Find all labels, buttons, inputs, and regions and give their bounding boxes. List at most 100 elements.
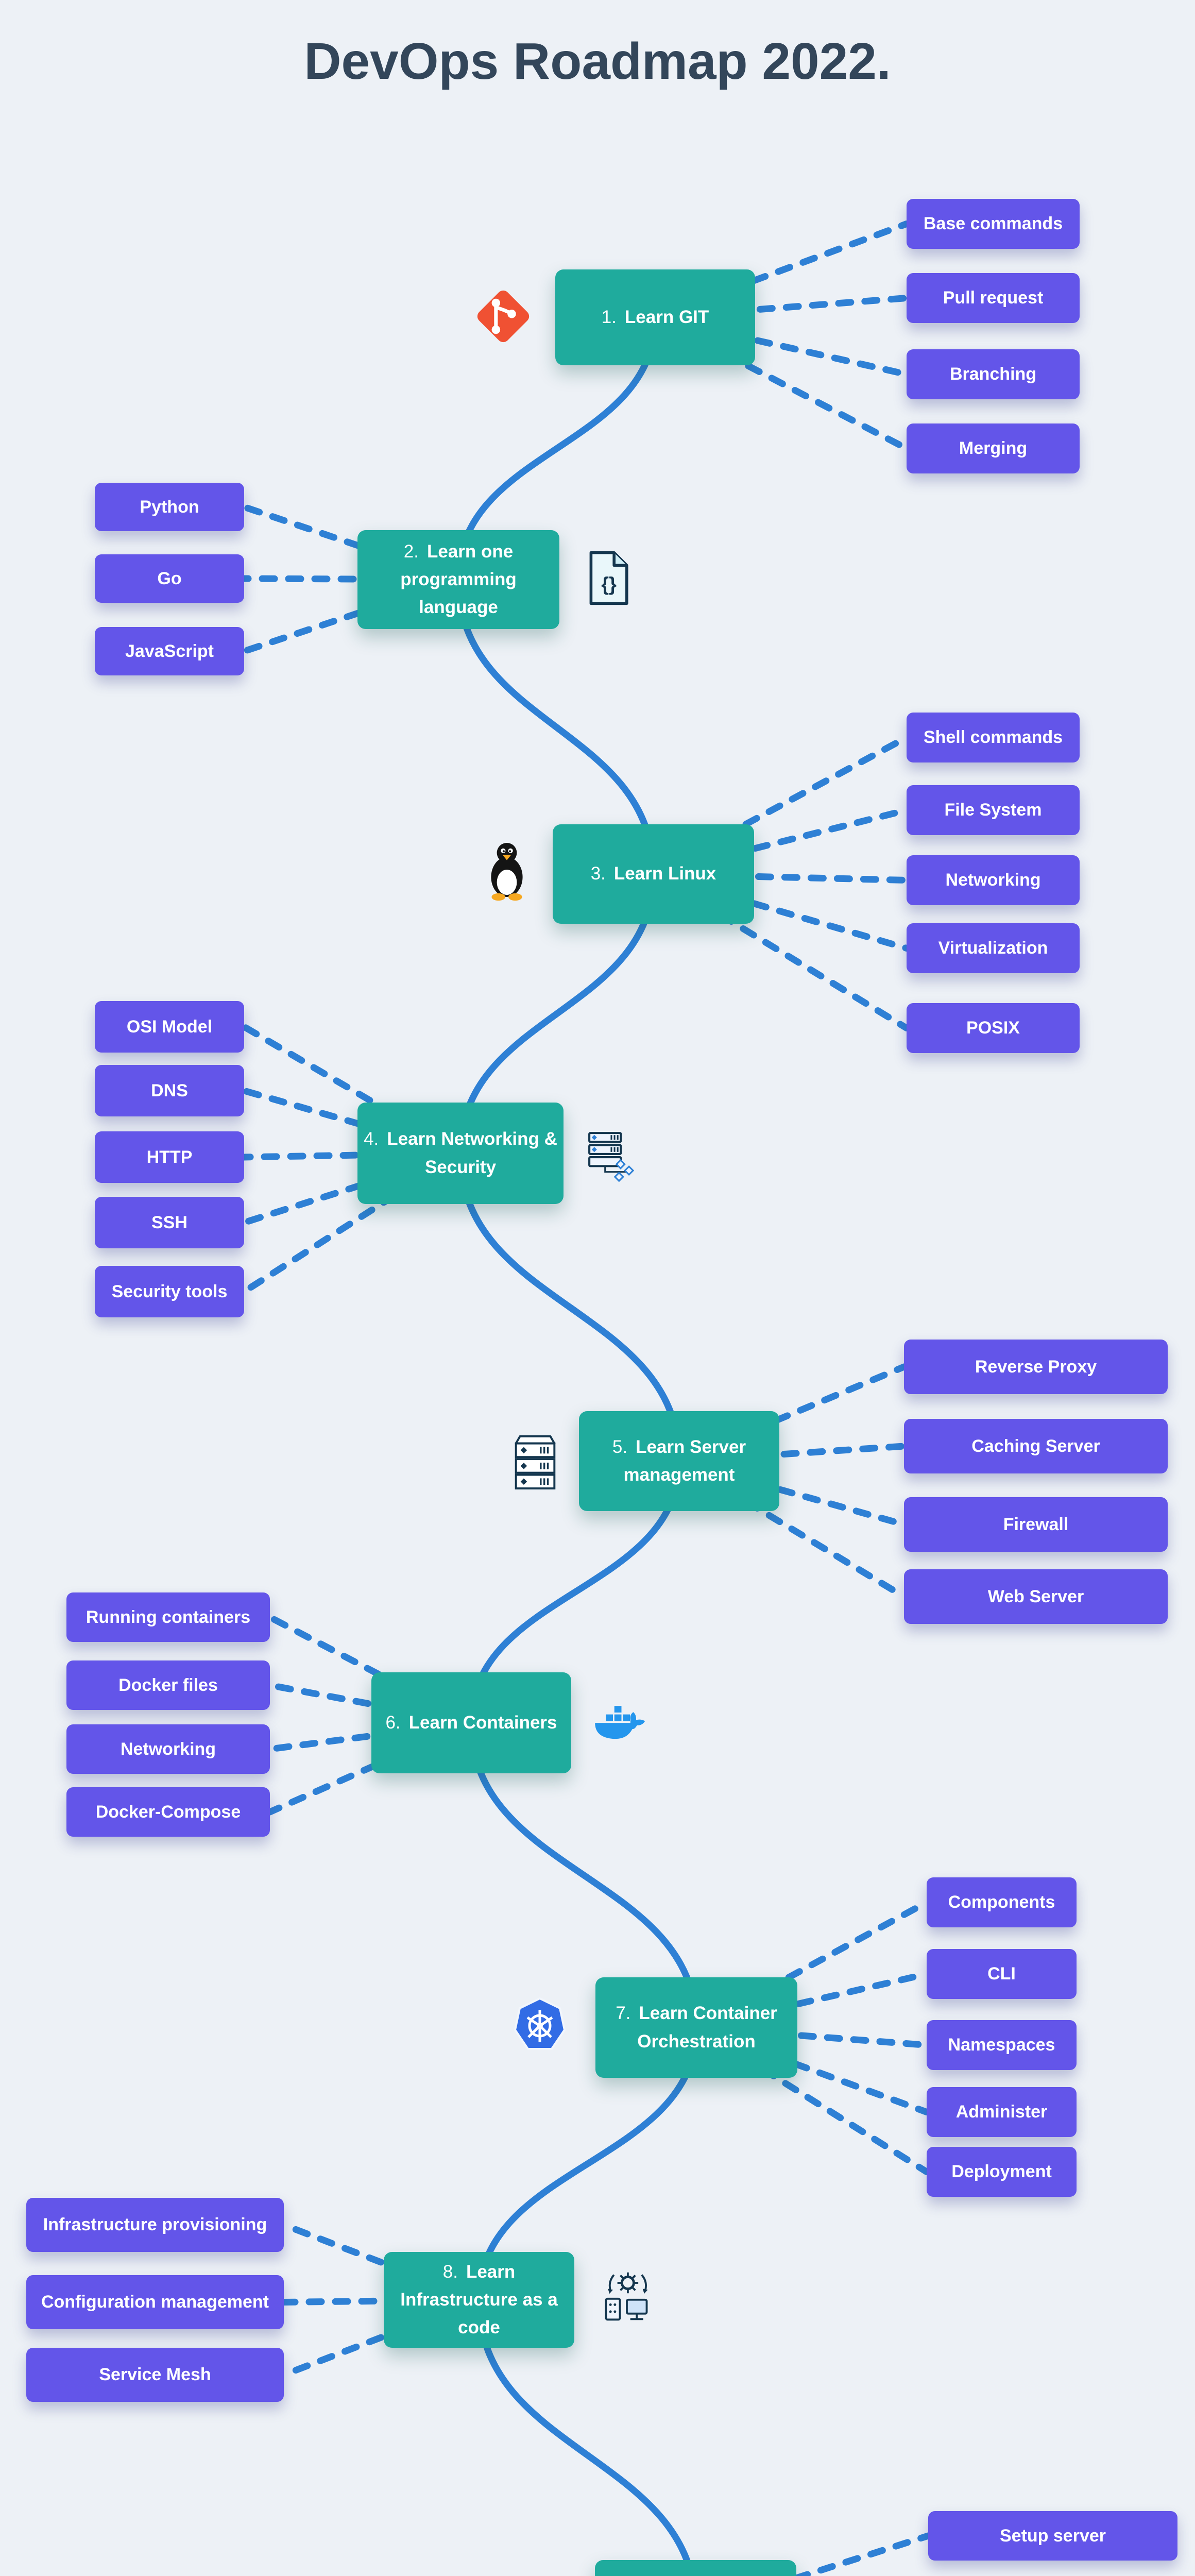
network-security-icon bbox=[586, 1129, 639, 1183]
topic-components[interactable]: Components bbox=[927, 1877, 1077, 1927]
topic-service-mesh[interactable]: Service Mesh bbox=[26, 2348, 284, 2402]
topic-connector bbox=[652, 221, 910, 321]
step-label: Learn Server management bbox=[623, 1436, 746, 1485]
topic-administer[interactable]: Administer bbox=[927, 2087, 1077, 2137]
topic-label: Caching Server bbox=[971, 1436, 1100, 1456]
topic-dns[interactable]: DNS bbox=[95, 1065, 244, 1116]
topic-networking[interactable]: Networking bbox=[907, 855, 1080, 905]
topic-label: DNS bbox=[151, 1080, 188, 1100]
server-rack-icon bbox=[507, 1433, 563, 1490]
step-learn-ci-cd[interactable]: 9.Learn CI/CD bbox=[595, 2560, 796, 2576]
topic-cli[interactable]: CLI bbox=[927, 1949, 1077, 1999]
step-label: Learn GIT bbox=[624, 307, 709, 327]
step-number: 6. bbox=[385, 1712, 401, 1733]
step-learn-containers[interactable]: 6. Learn Containers bbox=[371, 1672, 571, 1773]
topic-label: Reverse Proxy bbox=[975, 1357, 1097, 1377]
step-number: 4. bbox=[364, 1129, 379, 1149]
topic-label: Branching bbox=[949, 364, 1037, 384]
topic-javascript[interactable]: JavaScript bbox=[95, 627, 244, 675]
kubernetes-icon bbox=[514, 1996, 566, 2054]
topic-configuration-management[interactable]: Configuration management bbox=[26, 2275, 284, 2329]
step-label: Learn Containers bbox=[408, 1712, 557, 1733]
topic-connector bbox=[693, 1899, 930, 2031]
topic-shell-commands[interactable]: Shell commands bbox=[907, 713, 1080, 762]
topic-web-server[interactable]: Web Server bbox=[904, 1569, 1168, 1624]
topic-posix[interactable]: POSIX bbox=[907, 1003, 1080, 1053]
topic-label: CLI bbox=[987, 1964, 1016, 1984]
topic-label: Namespaces bbox=[948, 2035, 1055, 2055]
topic-running-containers[interactable]: Running containers bbox=[66, 1592, 270, 1642]
topic-deployment[interactable]: Deployment bbox=[927, 2147, 1077, 2197]
page-title: DevOps Roadmap 2022. bbox=[304, 32, 891, 90]
step-label: Learn Linux bbox=[613, 863, 716, 884]
topic-connector bbox=[693, 2024, 930, 2175]
topic-label: Firewall bbox=[1003, 1514, 1069, 1534]
topic-http[interactable]: HTTP bbox=[95, 1131, 244, 1183]
topic-label: Python bbox=[140, 497, 199, 517]
topic-label: Running containers bbox=[86, 1607, 251, 1627]
linux-penguin-icon bbox=[481, 838, 533, 902]
topic-label: Go bbox=[157, 568, 182, 588]
topic-connector bbox=[650, 871, 910, 952]
step-label: Learn Infrastructure as a code bbox=[400, 2261, 558, 2338]
step-learn-one-programming-language[interactable]: 2.Learn one programming language bbox=[357, 530, 559, 629]
step-text: 8.Learn Infrastructure as a code bbox=[390, 2258, 568, 2342]
topic-setup-server[interactable]: Setup server bbox=[928, 2511, 1177, 2561]
topic-branching[interactable]: Branching bbox=[907, 349, 1080, 399]
topic-reverse-proxy[interactable]: Reverse Proxy bbox=[904, 1340, 1168, 1394]
topic-label: Setup server bbox=[1000, 2526, 1106, 2546]
step-text: 2.Learn one programming language bbox=[364, 538, 553, 622]
topic-namespaces[interactable]: Namespaces bbox=[927, 2020, 1077, 2070]
topic-python[interactable]: Python bbox=[95, 483, 244, 531]
step-text: 4. Learn Networking & Security bbox=[364, 1125, 557, 1181]
topic-osi-model[interactable]: OSI Model bbox=[95, 1001, 244, 1053]
step-learn-infrastructure-as-a-code[interactable]: 8.Learn Infrastructure as a code bbox=[384, 2252, 574, 2348]
step-learn-linux[interactable]: 3.Learn Linux bbox=[553, 824, 754, 924]
topic-label: Docker files bbox=[118, 1675, 218, 1695]
step-learn-networking-security[interactable]: 4. Learn Networking & Security bbox=[357, 1103, 564, 1204]
step-text: 7. Learn Container Orchestration bbox=[602, 1999, 791, 2056]
step-text: 3.Learn Linux bbox=[591, 860, 716, 888]
topic-pull-request[interactable]: Pull request bbox=[907, 273, 1080, 323]
topic-label: Infrastructure provisioning bbox=[43, 2215, 267, 2234]
topic-docker-compose[interactable]: Docker-Compose bbox=[66, 1787, 270, 1837]
topic-firewall[interactable]: Firewall bbox=[904, 1497, 1168, 1552]
topic-base-commands[interactable]: Base commands bbox=[907, 199, 1080, 249]
topic-docker-files[interactable]: Docker files bbox=[66, 1660, 270, 1710]
topic-infrastructure-provisioning[interactable]: Infrastructure provisioning bbox=[26, 2198, 284, 2252]
topic-label: Docker-Compose bbox=[95, 1802, 241, 1822]
topic-security-tools[interactable]: Security tools bbox=[95, 1266, 244, 1317]
topic-label: SSH bbox=[151, 1212, 187, 1232]
step-label: Learn Container Orchestration bbox=[637, 2003, 777, 2052]
step-number: 1. bbox=[601, 307, 617, 327]
step-number: 5. bbox=[612, 1436, 628, 1457]
iac-icon bbox=[599, 2269, 654, 2324]
topic-label: Merging bbox=[959, 438, 1028, 458]
step-learn-server-management[interactable]: 5.Learn Server management bbox=[579, 1411, 779, 1511]
topic-go[interactable]: Go bbox=[95, 554, 244, 603]
step-number: 2. bbox=[403, 541, 419, 562]
topic-networking[interactable]: Networking bbox=[66, 1724, 270, 1774]
topic-file-system[interactable]: File System bbox=[907, 785, 1080, 835]
topic-virtualization[interactable]: Virtualization bbox=[907, 923, 1080, 973]
topic-label: Shell commands bbox=[923, 727, 1063, 747]
step-number: 7. bbox=[616, 2003, 631, 2024]
topic-label: Virtualization bbox=[938, 938, 1048, 958]
step-number: 8. bbox=[442, 2261, 458, 2282]
topic-connector bbox=[652, 295, 910, 321]
topic-connector bbox=[676, 1458, 908, 1600]
step-text: 1. Learn GIT bbox=[602, 303, 709, 331]
topic-merging[interactable]: Merging bbox=[907, 423, 1080, 473]
topic-connector bbox=[650, 807, 910, 877]
step-label: Learn Networking & Security bbox=[387, 1129, 557, 1177]
docker-whale-icon bbox=[590, 1699, 647, 1749]
topic-caching-server[interactable]: Caching Server bbox=[904, 1419, 1168, 1473]
git-icon bbox=[473, 285, 534, 347]
topic-connector bbox=[650, 734, 910, 877]
step-learn-git[interactable]: 1. Learn GIT bbox=[555, 269, 755, 365]
topic-label: Web Server bbox=[987, 1586, 1084, 1606]
topic-ssh[interactable]: SSH bbox=[95, 1197, 244, 1248]
step-learn-container-orchestration[interactable]: 7. Learn Container Orchestration bbox=[595, 1977, 797, 2078]
topic-connector bbox=[650, 871, 910, 884]
topic-label: Service Mesh bbox=[99, 2365, 211, 2384]
